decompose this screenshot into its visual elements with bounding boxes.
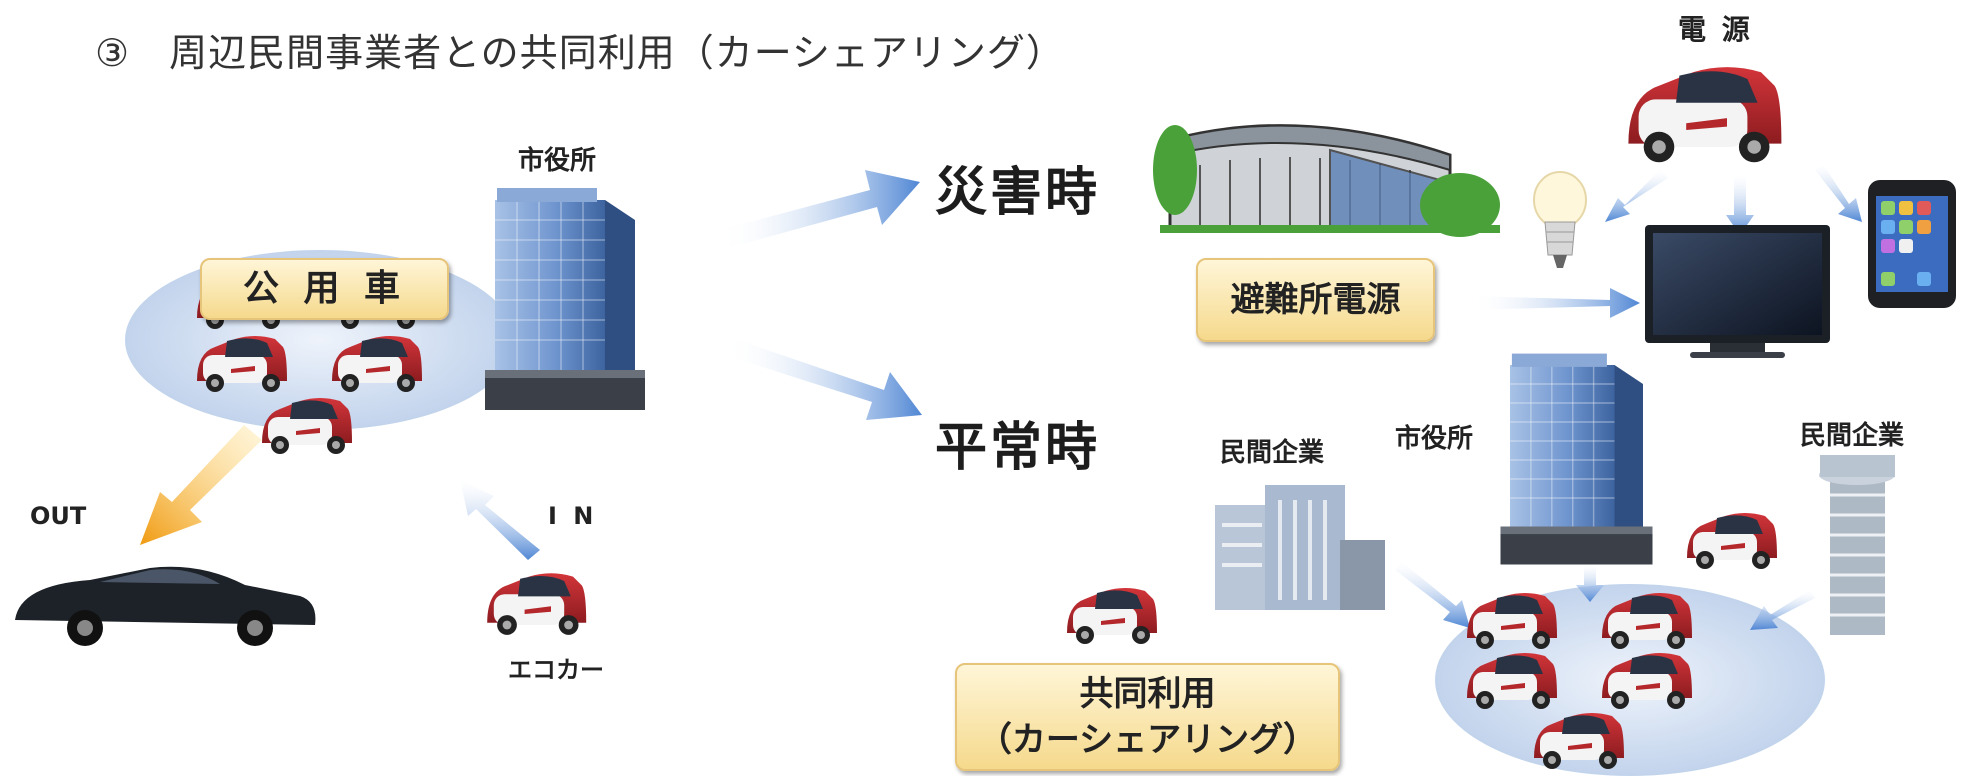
city-hall-label-left: 市役所 <box>518 146 597 176</box>
private-company-label-right: 民間企業 <box>1800 421 1905 451</box>
city-hall-building-right <box>1499 352 1654 566</box>
power-arrow-phone <box>1815 164 1862 222</box>
shelter-building <box>1153 124 1500 237</box>
shelter-power-tag: 避難所電源 <box>1196 258 1435 342</box>
city-hall-down-arrow <box>1576 565 1604 602</box>
disaster-arrow <box>720 170 920 248</box>
company-left-arrow <box>1395 562 1470 628</box>
company-right-arrow <box>1750 590 1815 630</box>
shared-car-6 <box>1687 513 1777 569</box>
waiting-car <box>1067 588 1157 644</box>
shelter-to-tv-arrow <box>1470 288 1640 318</box>
city-hall-building-left <box>484 187 646 411</box>
eco-car-label: エコカー <box>508 656 604 684</box>
private-company-building-right <box>1819 455 1895 635</box>
car-sharing-line1: 共同利用 <box>1079 674 1216 714</box>
power-arrow-tv <box>1726 175 1754 235</box>
out-arrow <box>140 425 262 545</box>
normal-label: 平常時 <box>935 418 1101 478</box>
out-label: OUT <box>30 502 87 530</box>
public-car-tag: 公 用 車 <box>200 258 449 320</box>
television <box>1645 225 1830 358</box>
car-sharing-line2: （カーシェアリング） <box>977 720 1318 760</box>
car-sharing-tag: 共同利用 （カーシェアリング） <box>955 663 1340 771</box>
power-arrow-bulb <box>1605 170 1668 222</box>
city-hall-label-right: 市役所 <box>1395 424 1474 454</box>
power-supply-car <box>1628 67 1782 163</box>
private-company-label-left: 民間企業 <box>1220 438 1325 468</box>
power-label: 電 源 <box>1678 13 1753 46</box>
sedan-car <box>15 566 316 646</box>
private-company-building-left <box>1215 485 1385 610</box>
page-title: ③ 周辺民間事業者との共同利用（カーシェアリング） <box>95 31 1065 75</box>
smartphone <box>1868 180 1956 308</box>
eco-car <box>487 573 587 635</box>
disaster-label: 災害時 <box>935 163 1101 223</box>
light-bulb <box>1533 171 1587 268</box>
in-label: I N <box>548 502 598 530</box>
normal-arrow <box>725 338 922 420</box>
in-arrow <box>460 480 540 560</box>
